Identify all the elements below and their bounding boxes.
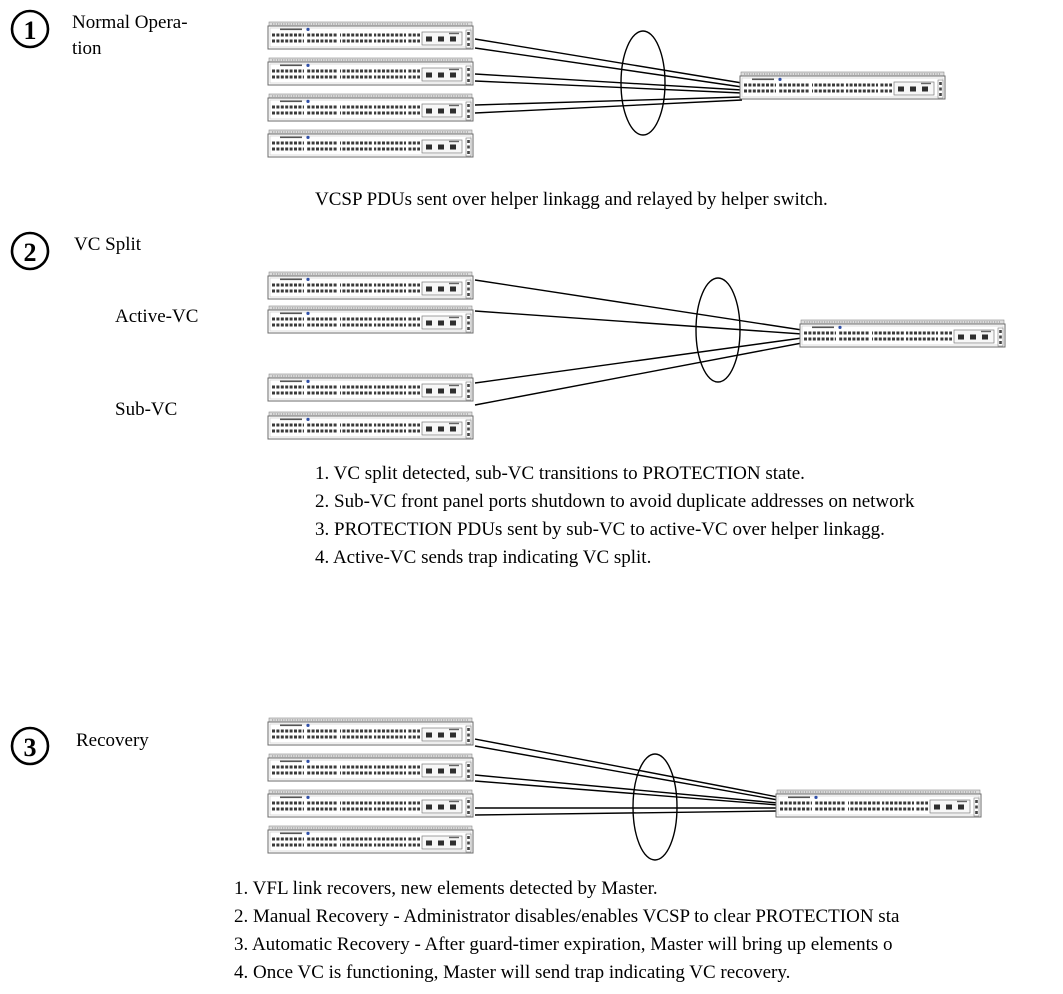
step-2-section: 2 VC Split Active-VC Sub-VC 1. VC split …	[10, 231, 1007, 568]
link-aggregation-ellipse-icon	[695, 277, 741, 383]
network-switch-icon	[266, 824, 475, 855]
step-note: 2. Sub-VC front panel ports shutdown to …	[315, 491, 915, 512]
svg-text:3: 3	[24, 733, 37, 762]
step-note: 1. VFL link recovers, new elements detec…	[234, 878, 658, 899]
network-switch-icon	[266, 20, 475, 51]
network-switch-icon	[266, 128, 475, 159]
svg-text:1: 1	[24, 16, 37, 45]
step-number-badge-icon: 2	[10, 231, 50, 271]
group-label-sub-vc: Sub-VC	[115, 399, 177, 420]
link-aggregation-ellipse-icon	[620, 30, 666, 136]
step-title: VC Split	[74, 234, 142, 255]
network-switch-icon	[266, 410, 475, 441]
step-3-section: 3 Recovery 1. VFL link recovers, new ele…	[10, 716, 983, 983]
step-title: Recovery	[76, 730, 149, 751]
step-note: VCSP PDUs sent over helper linkagg and r…	[315, 189, 828, 210]
network-switch-icon	[266, 752, 475, 783]
network-switch-icon	[266, 56, 475, 87]
step-title-continued: tion	[72, 38, 102, 59]
network-switch-icon	[266, 304, 475, 335]
network-switch-icon	[266, 788, 475, 819]
network-switch-icon	[266, 716, 475, 747]
step-number-badge-icon: 1	[10, 9, 50, 49]
network-switch-icon	[266, 270, 475, 301]
step-note: 4. Once VC is functioning, Master will s…	[234, 962, 790, 983]
step-note: 1. VC split detected, sub-VC transitions…	[315, 463, 805, 484]
network-switch-icon	[266, 372, 475, 403]
step-title: Normal Opera-	[72, 12, 188, 33]
step-number-badge-icon: 3	[10, 726, 50, 766]
svg-text:2: 2	[24, 238, 37, 267]
step-note: 4. Active-VC sends trap indicating VC sp…	[315, 547, 651, 568]
aggregate-links	[474, 279, 803, 406]
aggregate-links	[474, 738, 779, 816]
group-label-active-vc: Active-VC	[115, 306, 198, 327]
step-note: 2. Manual Recovery - Administrator disab…	[234, 906, 900, 927]
helper-switch-icon	[738, 70, 947, 101]
helper-switch-icon	[798, 318, 1007, 349]
step-note: 3. PROTECTION PDUs sent by sub-VC to act…	[315, 519, 885, 540]
aggregate-links	[474, 38, 743, 114]
step-1-section: 1 Normal Opera- tion VCSP PDUs sent over…	[10, 9, 947, 210]
step-note: 3. Automatic Recovery - After guard-time…	[234, 934, 893, 955]
network-switch-icon	[266, 92, 475, 123]
link-aggregation-ellipse-icon	[632, 753, 678, 861]
helper-switch-icon	[774, 788, 983, 819]
